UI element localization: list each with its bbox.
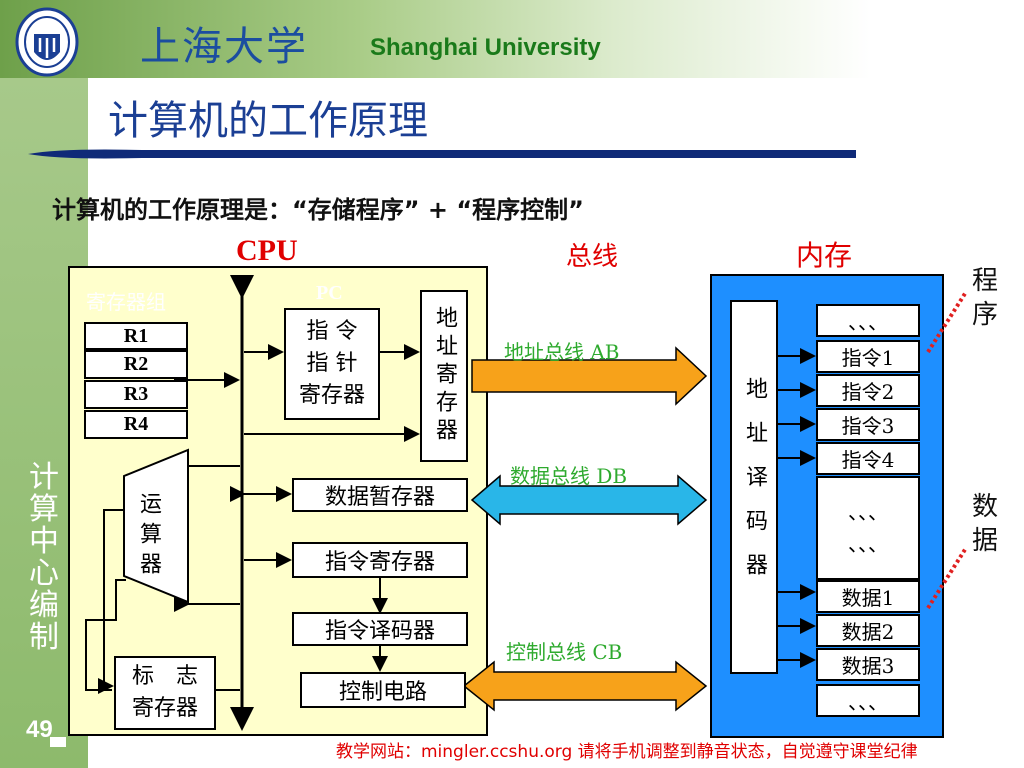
ipr-line-2: 指 针 [306, 351, 358, 376]
ipr-line-1: 指 令 [306, 319, 358, 344]
instruction-register: 指令寄存器 [292, 542, 468, 578]
memory-cell-instr-4: 指令4 [816, 442, 920, 475]
register-r3: R3 [84, 380, 188, 409]
instruction-decoder: 指令译码器 [292, 612, 468, 646]
memory-cell-instr-2: 指令2 [816, 374, 920, 407]
register-r1: R1 [84, 322, 188, 350]
register-r4: R4 [84, 410, 188, 439]
slide-title: 计算机的工作原理 [108, 98, 428, 144]
principle-statement: 计算机的工作原理是：“存储程序” + “程序控制” [52, 196, 584, 224]
instruction-pointer-register: 指 令 指 针 寄存器 [284, 308, 380, 420]
pc-label: PC [316, 282, 343, 304]
memory-cell-data-2: 数据2 [816, 614, 920, 647]
title-underline [28, 149, 856, 159]
header-band [0, 0, 1024, 78]
flag-register: 标 志 寄存器 [114, 656, 216, 730]
page-number: 49 [26, 716, 53, 743]
register-r2: R2 [84, 350, 188, 379]
university-name-cn: 上海大学 [140, 24, 308, 70]
memory-cell-instr-3: 指令3 [816, 408, 920, 441]
address-bus-label: 地址总线 AB [504, 340, 620, 364]
ipr-line-3: 寄存器 [298, 383, 365, 408]
bus-label: 总线 [566, 242, 619, 272]
data-label: 数据 [971, 492, 998, 556]
footer-notice: 教学网站：mingler.ccshu.org 请将手机调整到静音状态，自觉遵守课… [336, 742, 918, 762]
control-bus-label: 控制总线 CB [506, 640, 623, 664]
university-name-en: Shanghai University [370, 34, 601, 61]
memory-cell-ellipsis-mid: 、、、 、、、 [816, 476, 920, 580]
register-group-label: 寄存器组 [86, 290, 166, 314]
data-buffer-register: 数据暂存器 [292, 478, 468, 512]
cpu-label: CPU [236, 234, 298, 267]
memory-label: 内存 [796, 239, 853, 272]
alu-shape [123, 448, 189, 604]
flag-line-1: 标 志 [131, 664, 198, 689]
memory-cell-instr-1: 指令1 [816, 340, 920, 373]
memory-cell-ellipsis-top: 、、、 [816, 304, 920, 337]
data-bus-label: 数据总线 DB [510, 464, 628, 488]
address-register: 地址寄存器 [420, 290, 468, 462]
memory-cell-data-1: 数据1 [816, 580, 920, 613]
university-logo [15, 7, 79, 77]
page-number-mark [50, 737, 66, 747]
flag-line-2: 寄存器 [131, 696, 198, 721]
sidebar-vertical-text: 计算中心编制 [29, 460, 59, 655]
alu-label: 运算器 [136, 492, 161, 582]
program-label: 程序 [971, 266, 998, 330]
address-decoder: 地址译码器 [730, 300, 778, 674]
control-circuit: 控制电路 [300, 672, 466, 708]
memory-cell-data-3: 数据3 [816, 648, 920, 681]
memory-cell-ellipsis-bottom: 、、、 [816, 684, 920, 717]
